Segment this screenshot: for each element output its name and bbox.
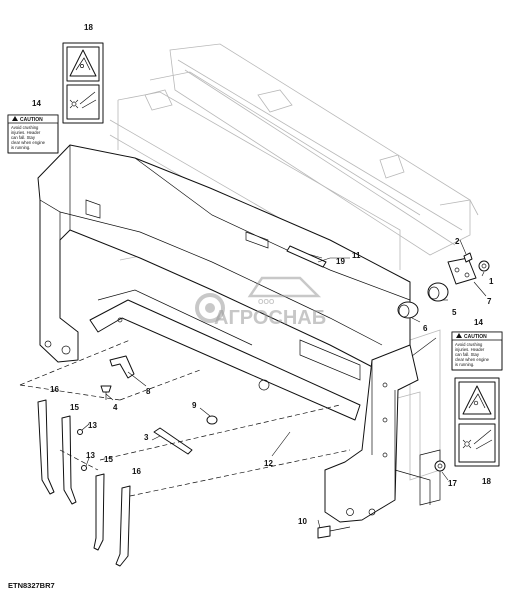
svg-text:is running.: is running.: [11, 145, 30, 150]
svg-text:CAUTION: CAUTION: [20, 117, 43, 123]
callout-6: 6: [423, 324, 428, 333]
callout-18-upper: 18: [84, 23, 93, 32]
callout-19: 19: [336, 257, 345, 266]
callout-12: 12: [264, 459, 273, 468]
callout-17: 17: [448, 479, 457, 488]
callout-18-lower: 18: [482, 477, 491, 486]
crush-hazard-icon: [69, 91, 97, 109]
svg-text:can fall. Stay: can fall. Stay: [11, 135, 36, 140]
strip-15-left: [61, 415, 77, 505]
callout-4: 4: [113, 403, 118, 412]
strip-15-right: [93, 473, 105, 551]
nut-17: [434, 460, 446, 472]
screw-4: [100, 385, 112, 400]
pin-19: [286, 245, 327, 268]
safety-decal-18-lower: [454, 377, 500, 467]
gear-icon: [195, 293, 225, 323]
safety-decal-18-upper: [62, 42, 104, 124]
callout-16-lower: 16: [132, 467, 141, 476]
callout-5: 5: [452, 308, 457, 317]
figure-code: ETN8327BR7: [8, 581, 55, 590]
caution-label-14-right: CAUTION Avoid crushing injuries. Header …: [451, 331, 503, 371]
bolt-3: [153, 427, 193, 455]
svg-text:clear when engine: clear when engine: [11, 140, 46, 145]
strip-16-right: [115, 485, 131, 567]
bushing-5: [427, 282, 449, 302]
caution-label-14-left: CAUTION Avoid crushing injuries. Header …: [7, 114, 59, 154]
assembly-dashed-lines: [19, 339, 351, 497]
callout-8: 8: [146, 387, 151, 396]
callout-3: 3: [144, 433, 149, 442]
callout-10: 10: [298, 517, 307, 526]
bolt-2: [463, 252, 473, 263]
callout-15-lower: 15: [104, 455, 113, 464]
washer-9: [206, 415, 218, 425]
callout-14-left: 14: [32, 99, 41, 108]
svg-text:clear when engine: clear when engine: [455, 357, 490, 362]
spring-clip-8: [109, 355, 135, 379]
svg-text:injuries. Header: injuries. Header: [11, 130, 41, 135]
callout-7: 7: [487, 297, 492, 306]
callout-14-right: 14: [474, 318, 483, 327]
callout-1: 1: [489, 277, 494, 286]
svg-text:АГРОСНАБ: АГРОСНАБ: [214, 307, 326, 329]
callout-numbers: 1 2 3 4 5 6 7 8 9 10 11 12 13 13 14 14 1…: [32, 23, 494, 526]
main-frame: [37, 144, 441, 523]
plate-7: [447, 257, 477, 285]
nut-13-upper: [77, 429, 83, 435]
svg-text:ООО: ООО: [258, 299, 275, 306]
callout-15-upper: 15: [70, 403, 79, 412]
nut-1: [478, 260, 490, 272]
nut-13-lower: [81, 465, 87, 471]
bolt-10: [317, 525, 351, 539]
callout-9: 9: [192, 401, 197, 410]
callout-13-upper: 13: [88, 421, 97, 430]
bushing-6: [397, 301, 419, 319]
svg-text:is running.: is running.: [455, 362, 474, 367]
callout-11: 11: [352, 251, 361, 260]
svg-text:Avoid crushing: Avoid crushing: [11, 125, 39, 130]
watermark-logo: ООО АГРОСНАБ: [195, 276, 326, 329]
svg-text:can fall. Stay: can fall. Stay: [455, 352, 480, 357]
svg-text:Avoid crushing: Avoid crushing: [455, 342, 483, 347]
callout-13-lower: 13: [86, 451, 95, 460]
svg-text:CAUTION: CAUTION: [464, 334, 487, 340]
callout-2: 2: [455, 237, 460, 246]
leader-lines: [81, 239, 487, 529]
crush-hazard-icon: [462, 429, 493, 450]
callout-16-upper: 16: [50, 385, 59, 394]
svg-text:injuries. Header: injuries. Header: [455, 347, 485, 352]
strip-16-left: [37, 399, 55, 495]
